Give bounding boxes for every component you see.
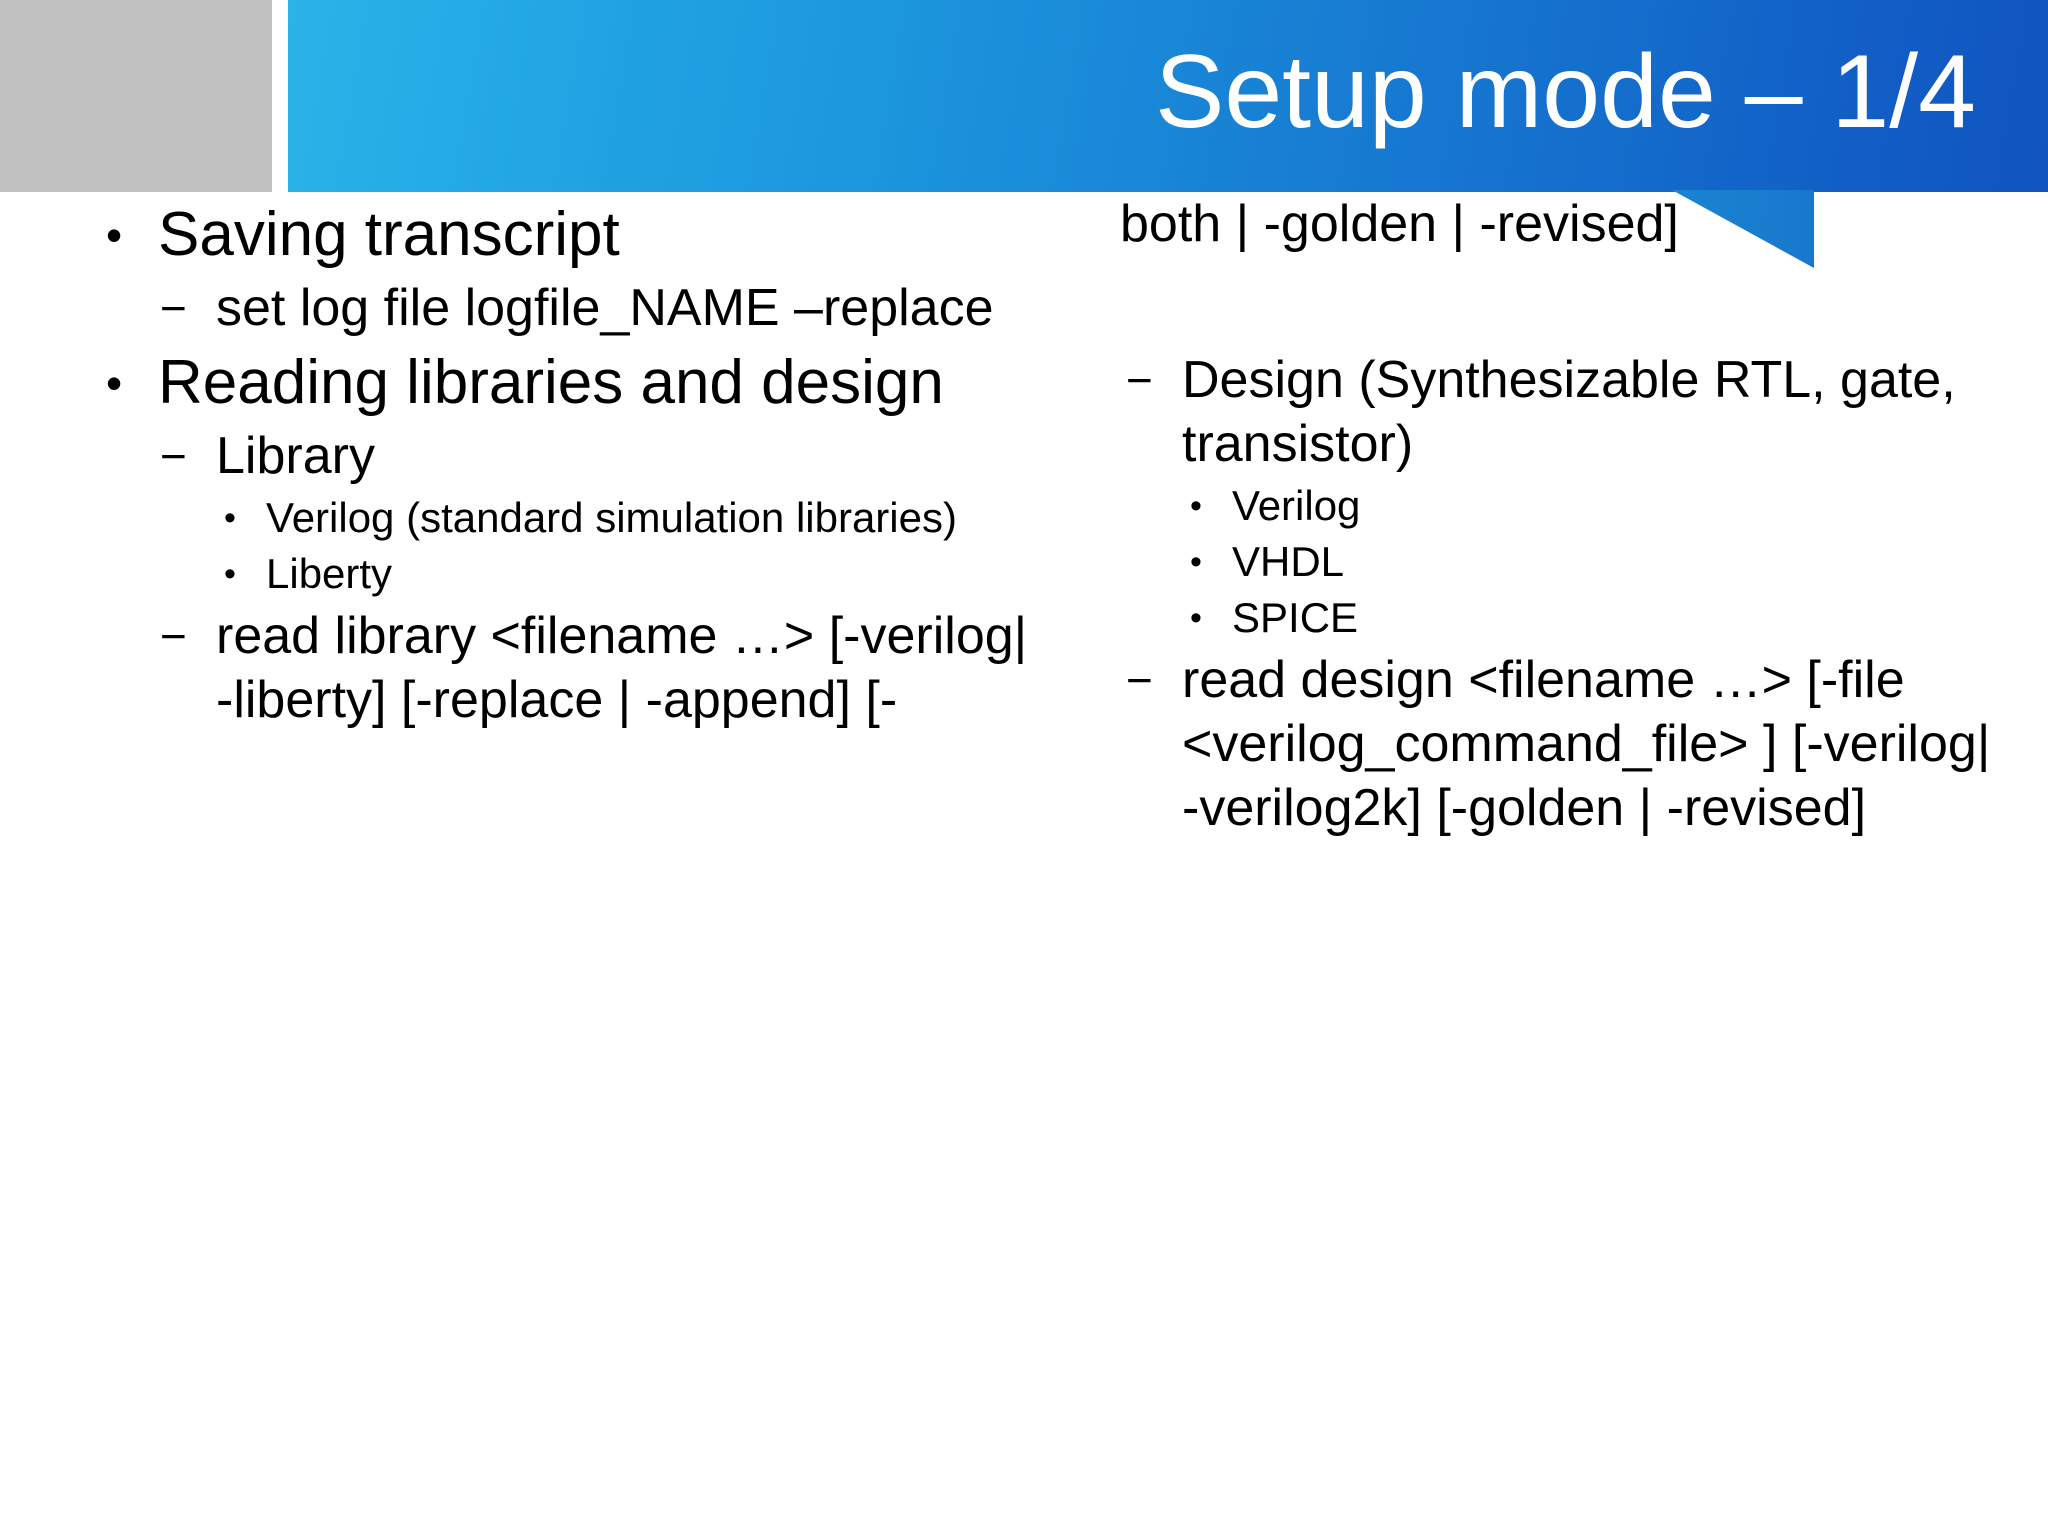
list-item-label: set log file logfile_NAME –replace	[216, 279, 994, 337]
bullet-dot-icon: •	[224, 499, 236, 537]
bullet-dot-icon: •	[106, 209, 123, 261]
bullet-dash-icon: −	[160, 430, 187, 482]
list-item: • Verilog	[1176, 480, 2020, 532]
header-gray-block	[0, 0, 272, 192]
page-title: Setup mode – 1/4	[1154, 34, 1976, 150]
bullet-dot-icon: •	[224, 555, 236, 593]
list-item-label: read library <filename …> [-verilog| -li…	[216, 607, 1028, 729]
list-item: − Design (Synthesizable RTL, gate, trans…	[1120, 348, 2020, 476]
bullet-sublist-left-1: − set log file logfile_NAME –replace	[154, 276, 1036, 340]
bullet-dot-icon: •	[1190, 599, 1202, 637]
list-item-label: Reading libraries and design	[158, 348, 944, 417]
list-item-label: Design (Synthesizable RTL, gate, transis…	[1182, 351, 1956, 473]
bullet-dot-icon: •	[1190, 543, 1202, 581]
slide-header: Setup mode – 1/4	[0, 0, 2048, 192]
bullet-dash-icon: −	[160, 610, 187, 662]
list-item-label: SPICE	[1232, 594, 1359, 641]
bullet-dash-icon: −	[1126, 654, 1153, 706]
content-column-left: • Saving transcript − set log file logfi…	[96, 192, 1036, 732]
bullet-sublist-right-1: • Verilog • VHDL • SPICE	[1176, 480, 2020, 644]
list-item: • Reading libraries and design	[96, 346, 1036, 420]
list-item: − set log file logfile_NAME –replace	[154, 276, 1036, 340]
slide-body: • Saving transcript − set log file logfi…	[0, 192, 2048, 1536]
list-item: − read design <filename …> [-file <veril…	[1120, 648, 2020, 840]
vertical-spacer	[1120, 256, 2020, 344]
bullet-dash-icon: −	[160, 282, 187, 334]
bullet-dot-icon: •	[106, 357, 123, 409]
list-item: − Library	[154, 424, 1036, 488]
list-item-label: Liberty	[266, 550, 393, 597]
bullet-dash-icon: −	[1126, 354, 1153, 406]
bullet-sublist-left-2: − Library • Verilog (standard simulation…	[154, 424, 1036, 732]
list-item: − read library <filename …> [-verilog| -…	[154, 604, 1036, 732]
continuation-label: both | -golden | -revised]	[1120, 195, 1679, 253]
list-item-label: Verilog (standard simulation libraries)	[266, 494, 957, 541]
content-column-right: both | -golden | -revised] − Design (Syn…	[1120, 192, 2020, 840]
continuation-line: both | -golden | -revised]	[1120, 192, 2020, 256]
bullet-list-left: • Saving transcript − set log file logfi…	[96, 198, 1036, 732]
list-item: • Verilog (standard simulation libraries…	[210, 492, 1036, 544]
list-item-label: VHDL	[1232, 538, 1345, 585]
list-item-label: Saving transcript	[158, 200, 620, 269]
bullet-list-right: both | -golden | -revised] − Design (Syn…	[1120, 192, 2020, 840]
list-item: • Liberty	[210, 548, 1036, 600]
header-blue-banner	[288, 0, 2048, 192]
bullet-dot-icon: •	[1190, 487, 1202, 525]
list-item-label: Verilog	[1232, 482, 1361, 529]
list-item: • Saving transcript	[96, 198, 1036, 272]
list-item-label: Library	[216, 427, 375, 485]
list-item: • SPICE	[1176, 592, 2020, 644]
bullet-sublist-left-3: • Verilog (standard simulation libraries…	[210, 492, 1036, 600]
list-item: • VHDL	[1176, 536, 2020, 588]
list-item-label: read design <filename …> [-file <verilog…	[1182, 651, 1991, 837]
